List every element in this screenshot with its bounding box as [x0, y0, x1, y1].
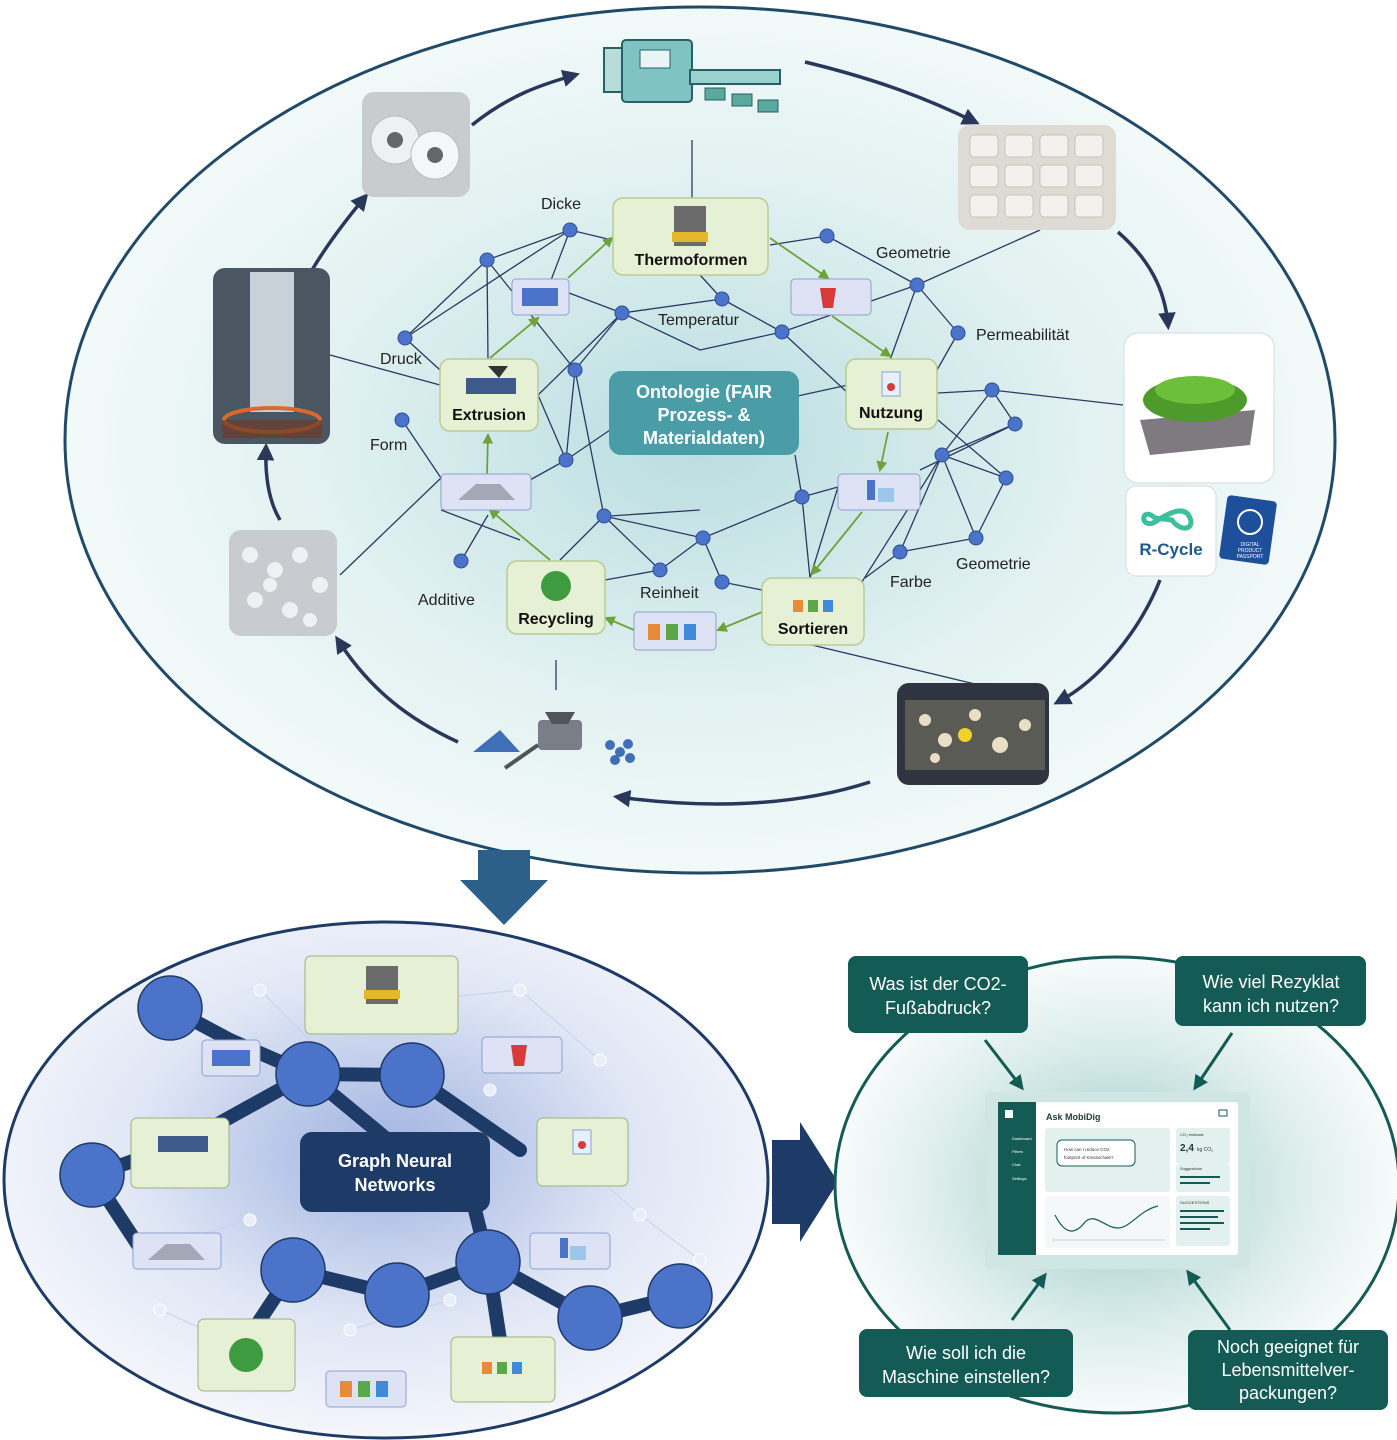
photo-granulate — [229, 530, 337, 636]
gnn-label-line1: Graph Neural — [338, 1151, 452, 1171]
photo-trays — [958, 125, 1116, 230]
app-suggestions-label: Suggestions — [1180, 1166, 1202, 1171]
right-arrow — [772, 1122, 838, 1242]
label-reinheit: Reinheit — [640, 585, 699, 602]
label-form: Form — [370, 437, 407, 454]
node-recycling: Recycling — [518, 611, 594, 628]
question-lebensmittel-line2: Lebensmittelver- — [1221, 1360, 1354, 1380]
label-dicke: Dicke — [541, 196, 581, 213]
photo-cress-tray — [1123, 332, 1275, 484]
ontology-title-line1: Ontologie (FAIR — [636, 382, 772, 402]
lifecycle-arrows — [256, 60, 1176, 808]
app-co2-value: 2,4 — [1180, 1143, 1194, 1154]
app-nav-filters[interactable]: Filters — [1012, 1149, 1023, 1154]
app-menu-icon[interactable] — [1218, 1109, 1228, 1117]
label-geometrie-top: Geometrie — [876, 245, 951, 262]
question-lebensmittel-line1: Noch geeignet für — [1217, 1337, 1359, 1357]
gnn-cards — [130, 955, 629, 1408]
app-co2-label: CO₂ estimate — [1180, 1132, 1205, 1137]
app-nav-chat[interactable]: Chat — [1012, 1162, 1021, 1167]
photo-sorting-belt — [897, 683, 1049, 785]
digital-product-passport-icon: DIGITAL PRODUCT PASSPORT — [1219, 495, 1277, 565]
down-arrow — [460, 850, 548, 925]
node-sortieren: Sortieren — [778, 621, 848, 638]
process-flow-edges — [482, 236, 892, 632]
label-druck: Druck — [380, 351, 423, 368]
app-title: Ask MobiDig — [1046, 1112, 1101, 1122]
small-cards — [440, 278, 921, 651]
app-chat-bubble-line1: How can I reduce CO2 — [1064, 1147, 1110, 1152]
question-arrows — [983, 1032, 1234, 1331]
question-rezyklat-line2: kann ich nutzen? — [1203, 996, 1339, 1016]
question-rezyklat-line1: Wie viel Rezyklat — [1202, 972, 1339, 992]
question-maschine-line1: Wie soll ich die — [906, 1343, 1026, 1363]
app-nav-settings[interactable]: Settings — [1012, 1176, 1026, 1181]
node-extrusion: Extrusion — [452, 407, 526, 424]
ontology-title-line3: Materialdaten) — [643, 428, 765, 448]
question-co2-line2: Fußabdruck? — [885, 998, 991, 1018]
label-geometrie-bottom: Geometrie — [956, 556, 1031, 573]
app-nav-dashboard[interactable]: Dashboard — [1012, 1136, 1032, 1141]
ontology-center-box — [609, 371, 799, 455]
question-co2-line1: Was ist der CO2- — [869, 974, 1006, 994]
app-chat-bubble-line2: footprint of Kressschale? — [1064, 1155, 1114, 1160]
node-nutzung: Nutzung — [859, 405, 923, 422]
label-farbe: Farbe — [890, 574, 932, 591]
question-bubbles — [848, 956, 1388, 1410]
app-line-chart — [1054, 1205, 1159, 1232]
extruder-pellets-icon — [473, 712, 635, 770]
app-co2-unit: kg CO₂ — [1197, 1147, 1213, 1153]
ontology-title-line2: Prozess- & — [657, 405, 750, 425]
thermoforming-machine-icon — [603, 39, 781, 113]
svg-text:PASSPORT: PASSPORT — [1237, 554, 1264, 560]
label-temperatur: Temperatur — [658, 312, 740, 329]
gnn-label-box — [300, 1132, 490, 1212]
process-nodes — [439, 197, 938, 646]
ontology-dots — [394, 222, 1023, 590]
photo-blown-film-line — [213, 268, 330, 444]
rcycle-text: R-Cycle — [1139, 540, 1202, 559]
label-additive: Additive — [418, 592, 475, 609]
gnn-faint-dots — [153, 983, 707, 1337]
photo-film-rolls — [362, 92, 470, 197]
label-permeabilitaet: Permeabilität — [976, 327, 1070, 344]
question-maschine-line2: Maschine einstellen? — [882, 1367, 1050, 1387]
node-thermoformen: Thermoformen — [635, 252, 748, 269]
app-mockup: Dashboard Filters Chat Settings Ask Mobi… — [985, 1092, 1250, 1269]
app-suggestions-label2: SUGGESTIONS — [1180, 1200, 1210, 1205]
rcycle-logo: R-Cycle — [1125, 485, 1217, 577]
svg-text:PRODUCT: PRODUCT — [1238, 548, 1263, 554]
svg-text:DIGITAL: DIGITAL — [1240, 542, 1259, 548]
gnn-nodes — [59, 975, 713, 1351]
question-lebensmittel-line3: packungen? — [1239, 1383, 1337, 1403]
gnn-label-line2: Networks — [354, 1175, 435, 1195]
